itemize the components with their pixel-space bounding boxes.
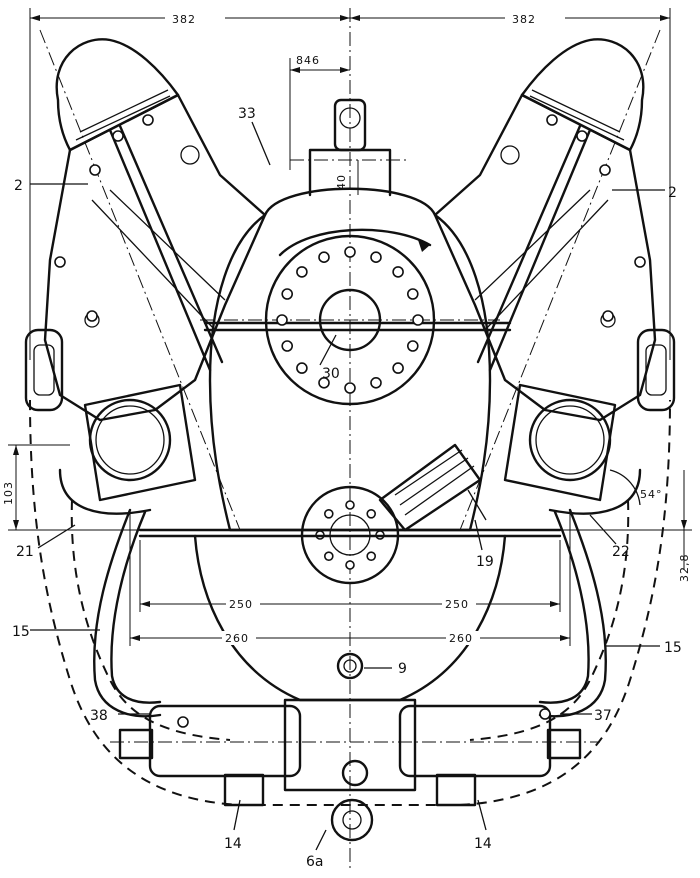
label-14-left: 14 bbox=[224, 836, 242, 852]
gear-bolt bbox=[344, 246, 356, 258]
starter-bolt bbox=[323, 551, 334, 562]
dim-250-right: 250 bbox=[445, 598, 469, 611]
dim-32-8: 32,8 bbox=[678, 554, 691, 583]
right-cylinder-bank bbox=[433, 29, 676, 531]
gear-bolt bbox=[276, 314, 288, 326]
bottom-accessories bbox=[110, 698, 600, 842]
label-2-left: 2 bbox=[14, 178, 23, 194]
gear-bolt bbox=[370, 376, 382, 389]
gear-bolt bbox=[370, 251, 382, 264]
label-33: 33 bbox=[238, 106, 256, 122]
gear-bolt bbox=[296, 266, 308, 278]
flange-dimension bbox=[289, 58, 350, 170]
angle-54: 54° bbox=[640, 488, 663, 501]
dim-40: 40 bbox=[335, 174, 348, 190]
starter-bolt bbox=[366, 551, 377, 562]
dim-260-right: 260 bbox=[449, 632, 473, 645]
label-38: 38 bbox=[90, 708, 108, 724]
label-22: 22 bbox=[612, 544, 630, 560]
gear-bolt bbox=[406, 288, 419, 300]
label-37: 37 bbox=[594, 708, 612, 724]
left-cylinder-bank bbox=[24, 29, 267, 531]
label-30: 30 bbox=[322, 366, 340, 382]
gear-bolt bbox=[296, 362, 308, 374]
dim-103-marker bbox=[8, 444, 140, 531]
starter-bolt bbox=[345, 560, 355, 570]
dim-328-marker bbox=[560, 470, 692, 570]
label-6a: 6a bbox=[306, 854, 324, 870]
gear-bolt bbox=[392, 266, 404, 278]
starter-bolt bbox=[366, 508, 377, 519]
starter-bolt bbox=[323, 508, 334, 519]
dim-250-left: 250 bbox=[229, 598, 253, 611]
timing-cover bbox=[200, 98, 512, 532]
dim-103: 103 bbox=[2, 481, 15, 505]
label-2-right: 2 bbox=[668, 185, 677, 201]
gear-bolt bbox=[344, 382, 356, 394]
label-19: 19 bbox=[476, 554, 494, 570]
dim-382-right: 382 bbox=[512, 13, 536, 26]
lower-dimensions bbox=[129, 510, 571, 646]
gear-bolt bbox=[406, 340, 419, 352]
gear-bolt bbox=[318, 251, 330, 264]
label-14-right: 14 bbox=[474, 836, 492, 852]
dim-382-left: 382 bbox=[172, 13, 196, 26]
gear-bolt bbox=[281, 288, 294, 300]
label-9: 9 bbox=[398, 661, 407, 677]
dim-846: 846 bbox=[296, 54, 320, 67]
starter-unit bbox=[300, 443, 487, 585]
gear-bolt bbox=[318, 376, 330, 389]
label-21: 21 bbox=[16, 544, 34, 560]
dim-260-left: 260 bbox=[225, 632, 249, 645]
inner-envelope-dashed bbox=[70, 499, 630, 741]
gear-bolt bbox=[392, 362, 404, 374]
starter-bolt bbox=[345, 500, 355, 510]
gear-bolt bbox=[281, 340, 294, 352]
gear-bolt bbox=[412, 314, 424, 326]
label-15-right: 15 bbox=[664, 640, 682, 656]
gear-bolt-circle bbox=[276, 246, 424, 570]
leader-lines bbox=[30, 121, 665, 851]
angle-arc bbox=[609, 469, 641, 506]
label-15-left: 15 bbox=[12, 624, 30, 640]
